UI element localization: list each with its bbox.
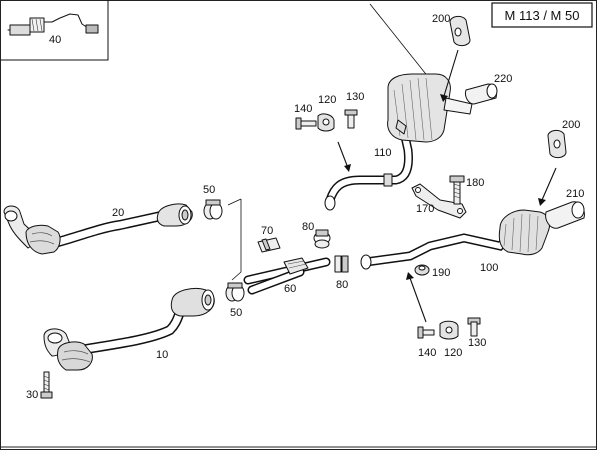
callout-70: 70 xyxy=(261,225,273,237)
arrow-head-110 xyxy=(344,164,351,172)
y-pipe-60: 60 xyxy=(243,257,331,295)
bracket-170: 170 xyxy=(411,183,467,219)
callout-40: 40 xyxy=(49,34,61,46)
callout-80-upper: 80 xyxy=(302,221,314,233)
rubber-hanger-200-upper: 200 xyxy=(432,13,471,47)
callout-220: 220 xyxy=(494,73,512,85)
callout-180: 180 xyxy=(466,177,484,189)
front-pipe-10: 10 xyxy=(43,287,215,371)
mount-set-upper: 140 120 130 xyxy=(294,91,364,132)
leader-line-title xyxy=(369,3,434,84)
tailpipe-220: 220 xyxy=(465,73,512,105)
callout-190: 190 xyxy=(432,267,450,279)
callout-170: 170 xyxy=(416,203,434,215)
nut-190: 190 xyxy=(414,264,450,279)
callout-60: 60 xyxy=(284,283,296,295)
mount-set-lower: 140 120 130 xyxy=(417,317,486,359)
callout-50-upper: 50 xyxy=(203,184,215,196)
bolt-30: 30 xyxy=(26,371,53,401)
callout-100: 100 xyxy=(480,262,498,274)
rear-pipe-100: 100 xyxy=(360,209,551,274)
rubber-mount-70: 70 xyxy=(257,225,281,253)
callout-200-upper: 200 xyxy=(432,13,450,25)
front-pipe-20: 20 xyxy=(3,203,193,255)
callout-10: 10 xyxy=(156,349,168,361)
arrow-head-200-upper xyxy=(440,94,448,102)
leader-bracket-50 xyxy=(231,199,242,281)
callout-20: 20 xyxy=(112,207,124,219)
clamp-50-upper: 50 xyxy=(203,184,242,220)
callout-120-lower: 120 xyxy=(444,347,462,359)
arrow-110 xyxy=(337,141,349,169)
inset-oxygen-sensor: 40 xyxy=(1,0,109,61)
callout-30: 30 xyxy=(26,389,38,401)
callout-120-upper: 120 xyxy=(318,94,336,106)
callout-110: 110 xyxy=(374,147,392,159)
arrow-200-upper xyxy=(443,49,459,97)
callout-140-upper: 140 xyxy=(294,103,312,115)
model-title: M 113 / M 50 xyxy=(505,8,580,23)
clamp-80-upper: 80 xyxy=(302,221,331,249)
arrow-head-mount-lower xyxy=(406,272,414,280)
clamp-80-lower: 80 xyxy=(334,255,349,291)
arrow-head-200-lower xyxy=(538,198,546,206)
middle-pipe-110: 110 xyxy=(324,127,413,211)
callout-130-lower: 130 xyxy=(468,337,486,349)
title-box: M 113 / M 50 xyxy=(491,2,593,28)
rear-muffler-upper xyxy=(387,73,473,143)
tailpipe-210: 210 xyxy=(545,188,585,229)
callout-140-lower: 140 xyxy=(418,347,436,359)
arrow-mount-lower xyxy=(409,277,427,323)
callout-210: 210 xyxy=(566,188,584,200)
callout-200-lower: 200 xyxy=(562,119,580,131)
bolt-180: 180 xyxy=(449,175,484,205)
arrow-200-lower xyxy=(541,167,557,201)
clamp-50-lower: 50 xyxy=(225,282,245,319)
callout-50-lower: 50 xyxy=(230,307,242,319)
callout-130-upper: 130 xyxy=(346,91,364,103)
callout-80-lower: 80 xyxy=(336,279,348,291)
rubber-hanger-200-lower: 200 xyxy=(547,119,580,159)
